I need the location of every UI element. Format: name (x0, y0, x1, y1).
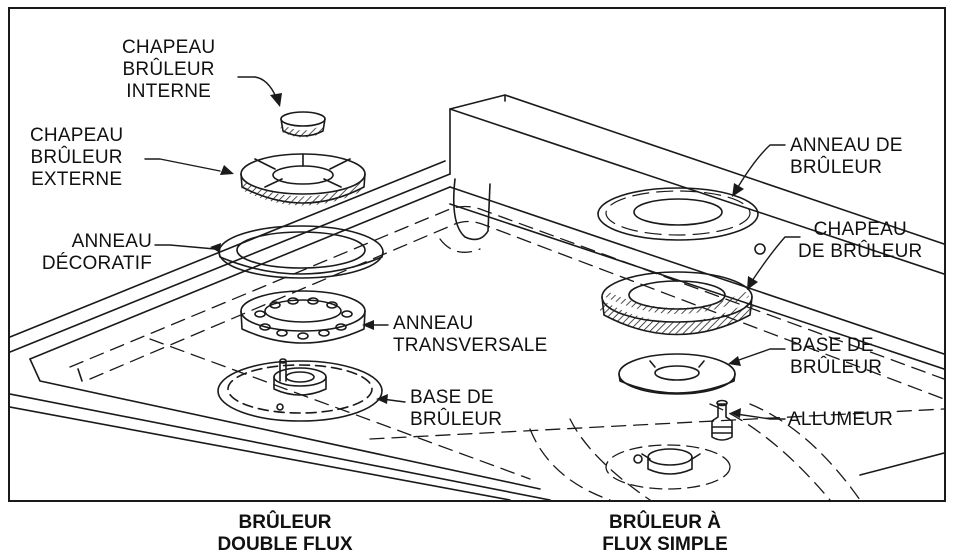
label-decorative-ring: ANNEAU DÉCORATIF (41, 231, 152, 274)
burner-ring-right (597, 187, 759, 241)
label-inner-burner-cap: CHAPEAU BRÛLEUR INTERNE (122, 37, 216, 102)
label-burner-ring-right: ANNEAU DE BRÛLEUR (790, 135, 903, 178)
label-burner-base-left: BASE DE BRÛLEUR (410, 387, 503, 430)
cooktop-burner-base-right (605, 444, 731, 490)
leader-lines (144, 76, 801, 420)
caption-single-flux-burner: BRÛLEUR À FLUX SIMPLE (602, 512, 728, 555)
igniter (711, 399, 733, 441)
inner-cap (280, 111, 326, 138)
label-igniter: ALLUMEUR (788, 409, 894, 430)
caption-double-flux-burner: BRÛLEUR DOUBLE FLUX (217, 512, 353, 555)
label-outer-burner-cap: CHAPEAU BRÛLEUR EXTERNE (30, 125, 124, 190)
arrowheads (210, 93, 758, 418)
diagram-frame: CHAPEAU BRÛLEUR INTERNE CHAPEAU BRÛLEUR … (8, 7, 946, 502)
label-transversal-ring: ANNEAU TRANSVERSALE (393, 313, 548, 356)
transversal-ring (240, 290, 366, 344)
outer-cap (240, 153, 366, 206)
basin-dashes (69, 205, 944, 500)
burner-exploded-view (10, 76, 944, 500)
burner-base-left (217, 358, 383, 422)
label-burner-cap-right: CHAPEAU DE BRÛLEUR (798, 219, 923, 262)
burner-base-right (618, 353, 736, 395)
burner-cap-right (600, 271, 754, 336)
label-burner-base-right: BASE DE BRÛLEUR (790, 335, 883, 378)
